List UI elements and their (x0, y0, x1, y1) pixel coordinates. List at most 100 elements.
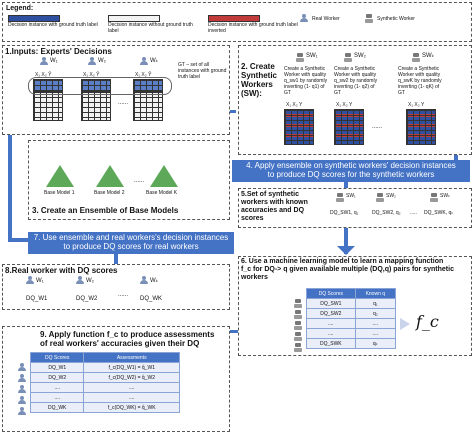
step6-sw4-icon (294, 332, 302, 341)
step6-line1: 6. Use a machine learning model to learn… (241, 258, 444, 265)
legend-swatch-ground-truth (8, 15, 60, 22)
table-cell: f_c(DQ_W2) = q̂_W2 (83, 372, 180, 383)
table-cell: qₖ (354, 338, 397, 349)
table-cell: DQ_W1 (29, 362, 85, 373)
step9-w4-icon (18, 396, 26, 404)
worker-k-icon (140, 57, 148, 65)
step2-box (238, 45, 472, 155)
gt-outline (28, 77, 172, 95)
step1-dots: ...... (118, 100, 129, 106)
step8-worker-1-icon (26, 276, 34, 284)
table-row: ........ (306, 318, 397, 329)
step5-swk-icon (430, 193, 438, 202)
table-cell: .... (83, 392, 180, 403)
table-cell: DQ_W2 (29, 372, 85, 383)
step3-box (28, 140, 230, 220)
worker-2-label: W₂ (98, 58, 106, 64)
fc-function-label: f_c (416, 312, 439, 331)
base-model-1-icon (46, 165, 74, 187)
worker-k-label: Wₖ (150, 58, 159, 64)
worker-1-label: W₁ (50, 58, 58, 64)
synthetic-worker-k-label: SWₖ (422, 53, 435, 59)
table-row: ........ (306, 328, 397, 339)
step5-box (238, 188, 472, 228)
step6-line2: f_c for DQ-> q given available multiple … (241, 266, 454, 273)
base-model-k-label: Base Model K (146, 190, 178, 196)
arrow-left-vertical (8, 135, 12, 240)
table-cell: DQ_WK (29, 402, 85, 413)
step6-table-header: DQ Scores Known q (306, 288, 397, 299)
step8-worker-2-score: DQ_W2 (76, 296, 98, 302)
step8-worker-2-label: W₂ (86, 278, 94, 284)
step8-worker-1-score: DQ_W1 (26, 296, 48, 302)
step6-swk-icon (294, 343, 302, 352)
step6-col-dq: DQ Scores (306, 288, 356, 299)
table-cell: DQ_SW2 (306, 308, 356, 319)
step9-line2: of real workers' accuracies given their … (40, 339, 200, 348)
sw2-decisions (334, 109, 364, 145)
table-cell: f_c(DQ_W1) = q̂_W1 (83, 362, 180, 373)
legend-label-synthetic-worker: Synthetic Worker (377, 16, 415, 22)
step3-dots: ...... (134, 178, 145, 184)
worker-2-decisions (81, 79, 111, 91)
worker-2-icon (88, 57, 96, 65)
step2-cols-2: X₁ X₂ Y (336, 102, 353, 108)
worker-2-unlabeled (81, 91, 111, 121)
synthetic-worker-icon (365, 14, 373, 23)
step6-sw1-icon (294, 299, 302, 308)
step5-sw2-icon (376, 193, 384, 202)
step6-box (238, 256, 472, 356)
swk-decisions (406, 109, 436, 145)
arrow-left-horizontal (8, 238, 28, 242)
table-cell: f_c(DQ_WK) = q̂_WK (83, 402, 180, 413)
base-model-1-label: Base Model 1 (44, 190, 75, 196)
step8-worker-k-icon (140, 276, 148, 284)
table-cell: .... (306, 318, 356, 329)
step9-w1-icon (18, 363, 26, 371)
step2-title: 2. Create Synthetic Workers (SW): (241, 62, 278, 98)
step8-worker-k-score: DQ_WK (140, 296, 163, 302)
synthetic-worker-2-icon (344, 53, 352, 62)
step9-table-header: DQ Scores Assessments (29, 352, 180, 363)
step8-worker-k-label: Wₖ (150, 278, 159, 284)
step9-col-assessments: Assessments (83, 352, 180, 363)
step9-w3-icon (18, 385, 26, 393)
sw2-description: Create a Synthetic Worker with quality q… (334, 66, 378, 96)
legend-label-ground-truth: Decision instance with ground truth labe… (8, 22, 98, 28)
step5-sw1-pair: DQ_SW1, q₁ (330, 210, 359, 216)
step5-sw2-pair: DQ_SW2, q₂ (372, 210, 401, 216)
legend-title: Legend: (6, 5, 34, 12)
legend-swatch-no-ground-truth (108, 15, 160, 22)
step9-box (2, 326, 230, 432)
worker-1-decisions (33, 79, 63, 91)
worker-1-unlabeled (33, 91, 63, 121)
step5-dots: ..... (410, 210, 417, 216)
gt-note: GT – set of all instances with ground tr… (178, 62, 227, 80)
step1-cols-k: X₁ X₂ Ŷ (135, 72, 152, 78)
table-cell: .... (306, 328, 356, 339)
legend-label-inverted: Decision instance with ground truth labe… (208, 22, 298, 34)
arrow-step4-to-step5 (344, 182, 348, 188)
table-row: ........ (29, 392, 180, 403)
step1-box (2, 45, 230, 135)
base-model-k-icon (150, 165, 178, 187)
step5-sw1-label: SW₁ (346, 193, 356, 199)
table-cell: q₁ (354, 298, 397, 309)
legend-label-no-ground-truth: Decision instance without ground truth l… (108, 22, 193, 34)
table-cell: DQ_SW1 (306, 298, 356, 309)
table-cell: q₂ (354, 308, 397, 319)
step3-title: 3. Create an Ensemble of Base Models (32, 206, 179, 215)
table-cell: .... (354, 318, 397, 329)
step6-col-known-q: Known q (354, 288, 397, 299)
synthetic-worker-1-icon (296, 53, 304, 62)
step5-sw1-icon (336, 193, 344, 202)
table-cell: .... (29, 392, 85, 403)
step8-box (2, 264, 230, 310)
step1-cols-1: X₁ X₂ Ŷ (35, 72, 52, 78)
step7-line2: to produce DQ scores for real workers (63, 242, 199, 251)
